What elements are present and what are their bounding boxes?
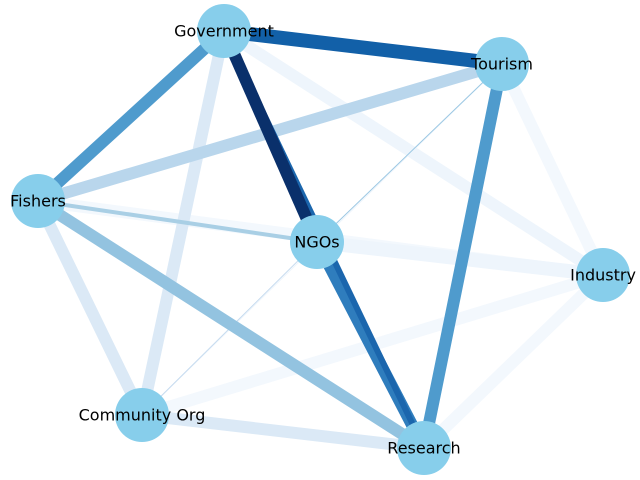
node-label: NGOs xyxy=(294,233,339,252)
edge-fishers-ngos xyxy=(37,199,318,244)
edge-community_org-research xyxy=(141,409,425,454)
node-circle xyxy=(475,37,529,91)
edge-fishers-research xyxy=(34,195,428,454)
node-community-org: Community Org xyxy=(79,388,206,442)
node-label: Industry xyxy=(570,266,636,285)
node-label: Tourism xyxy=(470,55,533,74)
node-industry: Industry xyxy=(570,248,636,302)
node-ngos: NGOs xyxy=(290,215,344,269)
node-fishers: Fishers xyxy=(10,174,66,228)
edge-government-industry xyxy=(220,25,607,281)
node-circle xyxy=(397,421,451,475)
node-label: Research xyxy=(387,439,460,458)
node-label: Community Org xyxy=(79,406,206,425)
node-government: Government xyxy=(174,4,274,58)
edge-government-ngos xyxy=(218,28,323,245)
edge-government-tourism xyxy=(223,24,503,71)
node-circle xyxy=(576,248,630,302)
node-circle xyxy=(197,4,251,58)
edges-layer xyxy=(32,24,609,454)
nodes-layer: GovernmentTourismFishersNGOsIndustryComm… xyxy=(10,4,636,475)
node-label: Fishers xyxy=(10,192,66,211)
node-label: Government xyxy=(174,22,274,41)
edge-tourism-research xyxy=(418,62,508,450)
edge-research-industry xyxy=(419,270,608,453)
edge-fishers-community_org xyxy=(32,198,148,418)
node-circle xyxy=(290,215,344,269)
edge-government-fishers xyxy=(33,26,229,206)
edge-tourism-industry xyxy=(496,61,609,278)
node-research: Research xyxy=(387,421,461,475)
node-circle xyxy=(11,174,65,228)
edge-tourism-ngos xyxy=(316,63,503,243)
node-circle xyxy=(115,388,169,442)
node-tourism: Tourism xyxy=(470,37,533,91)
